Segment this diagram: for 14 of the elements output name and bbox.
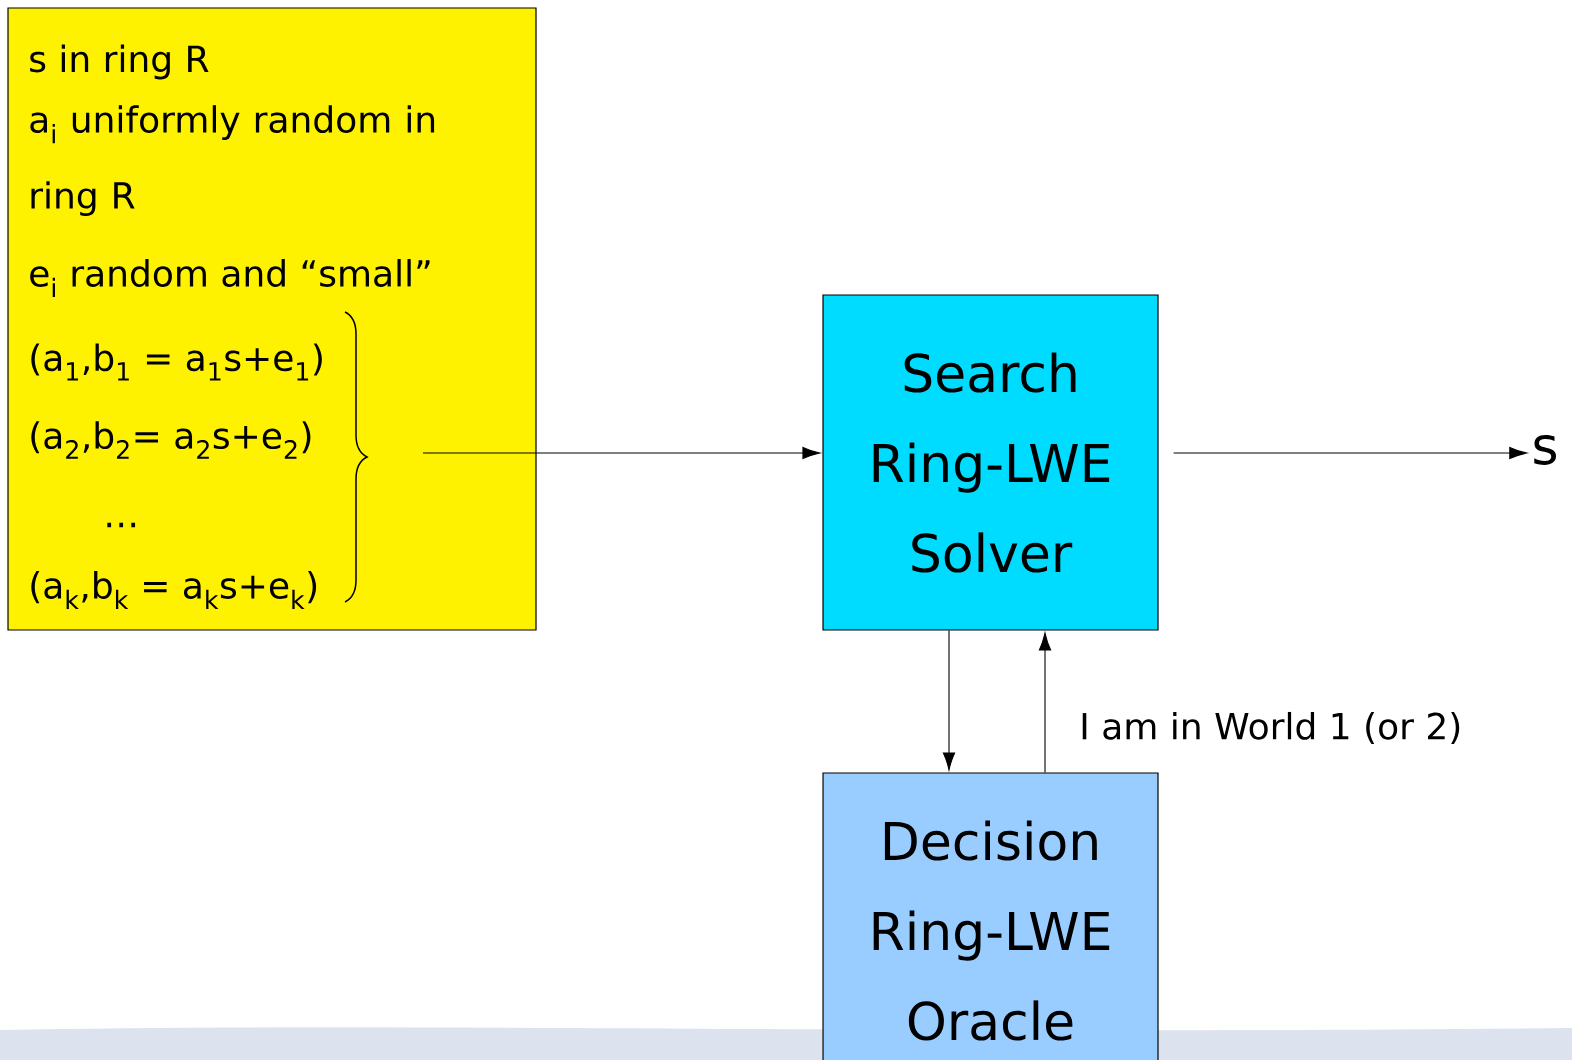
process-box: Decision Ring-LWE Oracle (822, 772, 1159, 1060)
text-line: e$_{i}$ random and “small” (30, 259, 430, 297)
arrow (942, 630, 956, 771)
text-line: (a$_{1}$,b$_{1}$ = a$_{1}$s+e$_{1}$) (31, 343, 322, 381)
text-line: (a$_{k}$,b$_{k}$ = a$_{k}$s+e$_{k}$) (31, 571, 317, 609)
arrow (1173, 446, 1528, 460)
text-line: (a$_{2}$,b$_{2}$= a$_{2}$s+e$_{2}$) (31, 421, 311, 459)
edge-label: I am in World 1 (or 2) (1082, 711, 1460, 745)
text-line: … (107, 522, 136, 528)
text-line: s in ring R (30, 44, 209, 80)
output-text: s (1534, 435, 1556, 465)
arrow (422, 446, 821, 460)
arrow (1038, 632, 1052, 773)
process-box: Search Ring-LWE Solver (822, 294, 1159, 631)
